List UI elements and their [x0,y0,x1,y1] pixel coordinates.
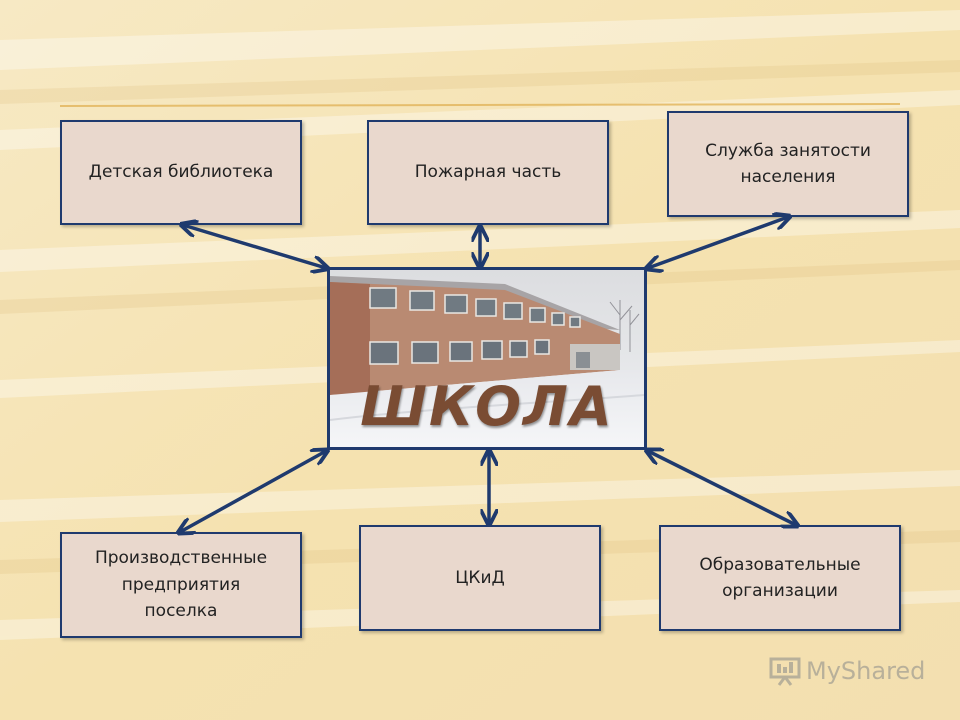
node-employment-service-label: Служба занятости населения [705,140,871,187]
node-industry-label: Производственные предприятия поселка [94,548,268,622]
center-school-label: ШКОЛА [360,375,614,438]
node-library-label: Детская библиотека [88,162,274,183]
watermark-logo: MyShared [768,656,925,686]
node-culture-center: ЦКиД [359,525,601,631]
center-school-photo: ШКОЛА [327,267,647,450]
node-industry: Производственные предприятия поселка [60,532,302,638]
node-fire-station: Пожарная часть [367,120,609,225]
node-culture-center-label: ЦКиД [455,567,505,588]
node-education-label: Образовательные организации [699,554,861,601]
node-fire-station-label: Пожарная часть [414,162,562,183]
watermark-text: MyShared [806,657,926,685]
school-building-illustration [330,270,644,447]
node-library: Детская библиотека [60,120,302,225]
node-education: Образовательные организации [659,525,901,631]
node-employment-service: Служба занятости населения [667,111,909,217]
presentation-board-icon [769,657,801,686]
